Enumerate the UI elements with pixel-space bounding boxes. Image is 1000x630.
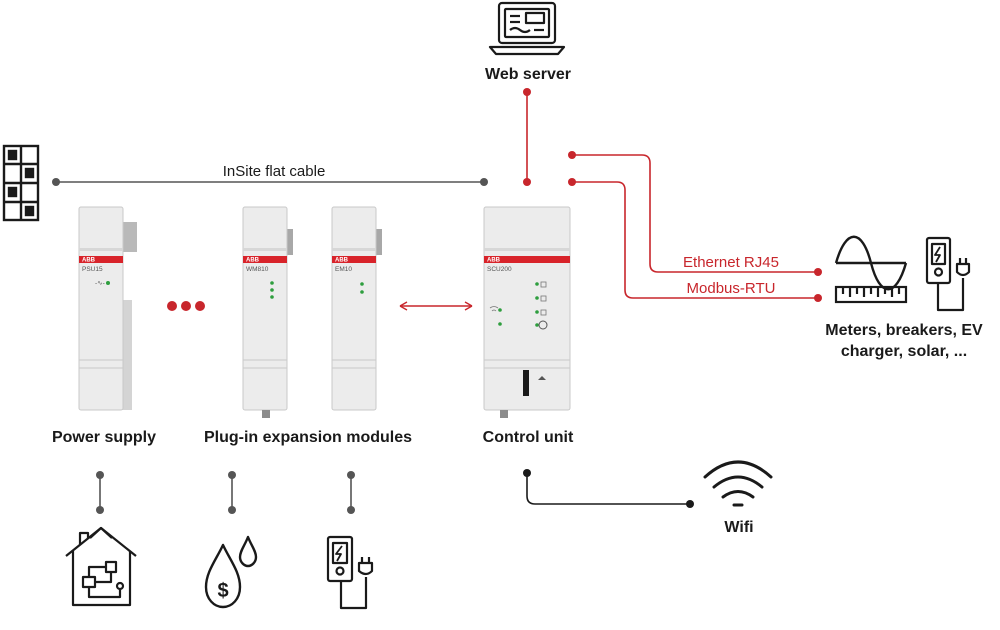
web-server-label: Web server <box>485 66 571 83</box>
status-led <box>535 310 539 314</box>
meters-label-line1: Meters, breakers, EV <box>825 322 983 339</box>
module-model: PSU15 <box>82 266 103 273</box>
more-modules-dots <box>167 301 205 311</box>
module-brand: ABB <box>335 258 349 264</box>
eject-icon <box>538 376 546 380</box>
ethernet-port-icon <box>540 281 547 288</box>
status-led <box>360 282 364 286</box>
reset-button <box>538 320 548 330</box>
module-em10: ABB EM10 <box>331 206 382 411</box>
status-led <box>270 281 274 285</box>
module-brand: ABB <box>246 258 260 264</box>
bus-double-arrow <box>399 301 473 311</box>
wm-link <box>228 471 236 514</box>
ethernet-link <box>568 151 822 276</box>
module-model: EM10 <box>335 266 352 273</box>
meter-ruler-icon <box>834 285 908 304</box>
status-led <box>498 308 502 312</box>
ethernet-label: Ethernet RJ45 <box>683 254 779 271</box>
modbus-link <box>568 178 822 302</box>
status-led <box>270 288 274 292</box>
dollar-glyph: $ <box>217 580 228 602</box>
flat-cable-line <box>52 178 488 186</box>
status-led <box>360 290 364 294</box>
flat-cable-label: InSite flat cable <box>223 163 326 180</box>
wifi-icon <box>703 460 773 507</box>
module-model: WM810 <box>246 266 269 273</box>
modbus-label: Modbus-RTU <box>687 280 776 297</box>
power-glyph: -∿- <box>95 280 105 287</box>
expansion-modules-label: Plug-in expansion modules <box>204 429 412 446</box>
port-icon <box>540 295 547 302</box>
sine-wave-icon <box>834 235 908 291</box>
wifi-link <box>523 469 694 508</box>
wifi-icon <box>489 306 499 312</box>
wifi-label: Wifi <box>724 519 753 536</box>
web-server-link <box>523 88 531 186</box>
meters-label-line2: charger, solar, ... <box>841 343 967 360</box>
module-model: SCU200 <box>487 266 512 273</box>
status-led <box>535 296 539 300</box>
module-brand: ABB <box>82 258 96 264</box>
status-led <box>535 282 539 286</box>
status-led <box>270 295 274 299</box>
module-psu15: ABB PSU15 -∿- <box>78 206 137 411</box>
status-led <box>106 281 110 285</box>
smart-home-icon <box>65 526 137 607</box>
laptop-icon <box>488 1 566 56</box>
em-link <box>347 471 355 514</box>
port-icon <box>540 309 547 316</box>
water-drops-icon: $ <box>204 535 258 609</box>
status-led <box>535 323 539 327</box>
module-wm810: ABB WM810 <box>242 206 293 418</box>
ev-charger-icon <box>326 535 374 610</box>
psu-link <box>96 471 104 514</box>
module-scu200: ABB SCU200 <box>483 206 571 418</box>
control-unit-label: Control unit <box>483 429 574 446</box>
breaker-panel-icon <box>2 144 40 222</box>
status-led <box>498 322 502 326</box>
module-brand: ABB <box>487 258 501 264</box>
ev-charger-icon <box>925 236 971 312</box>
power-supply-label: Power supply <box>52 429 156 446</box>
